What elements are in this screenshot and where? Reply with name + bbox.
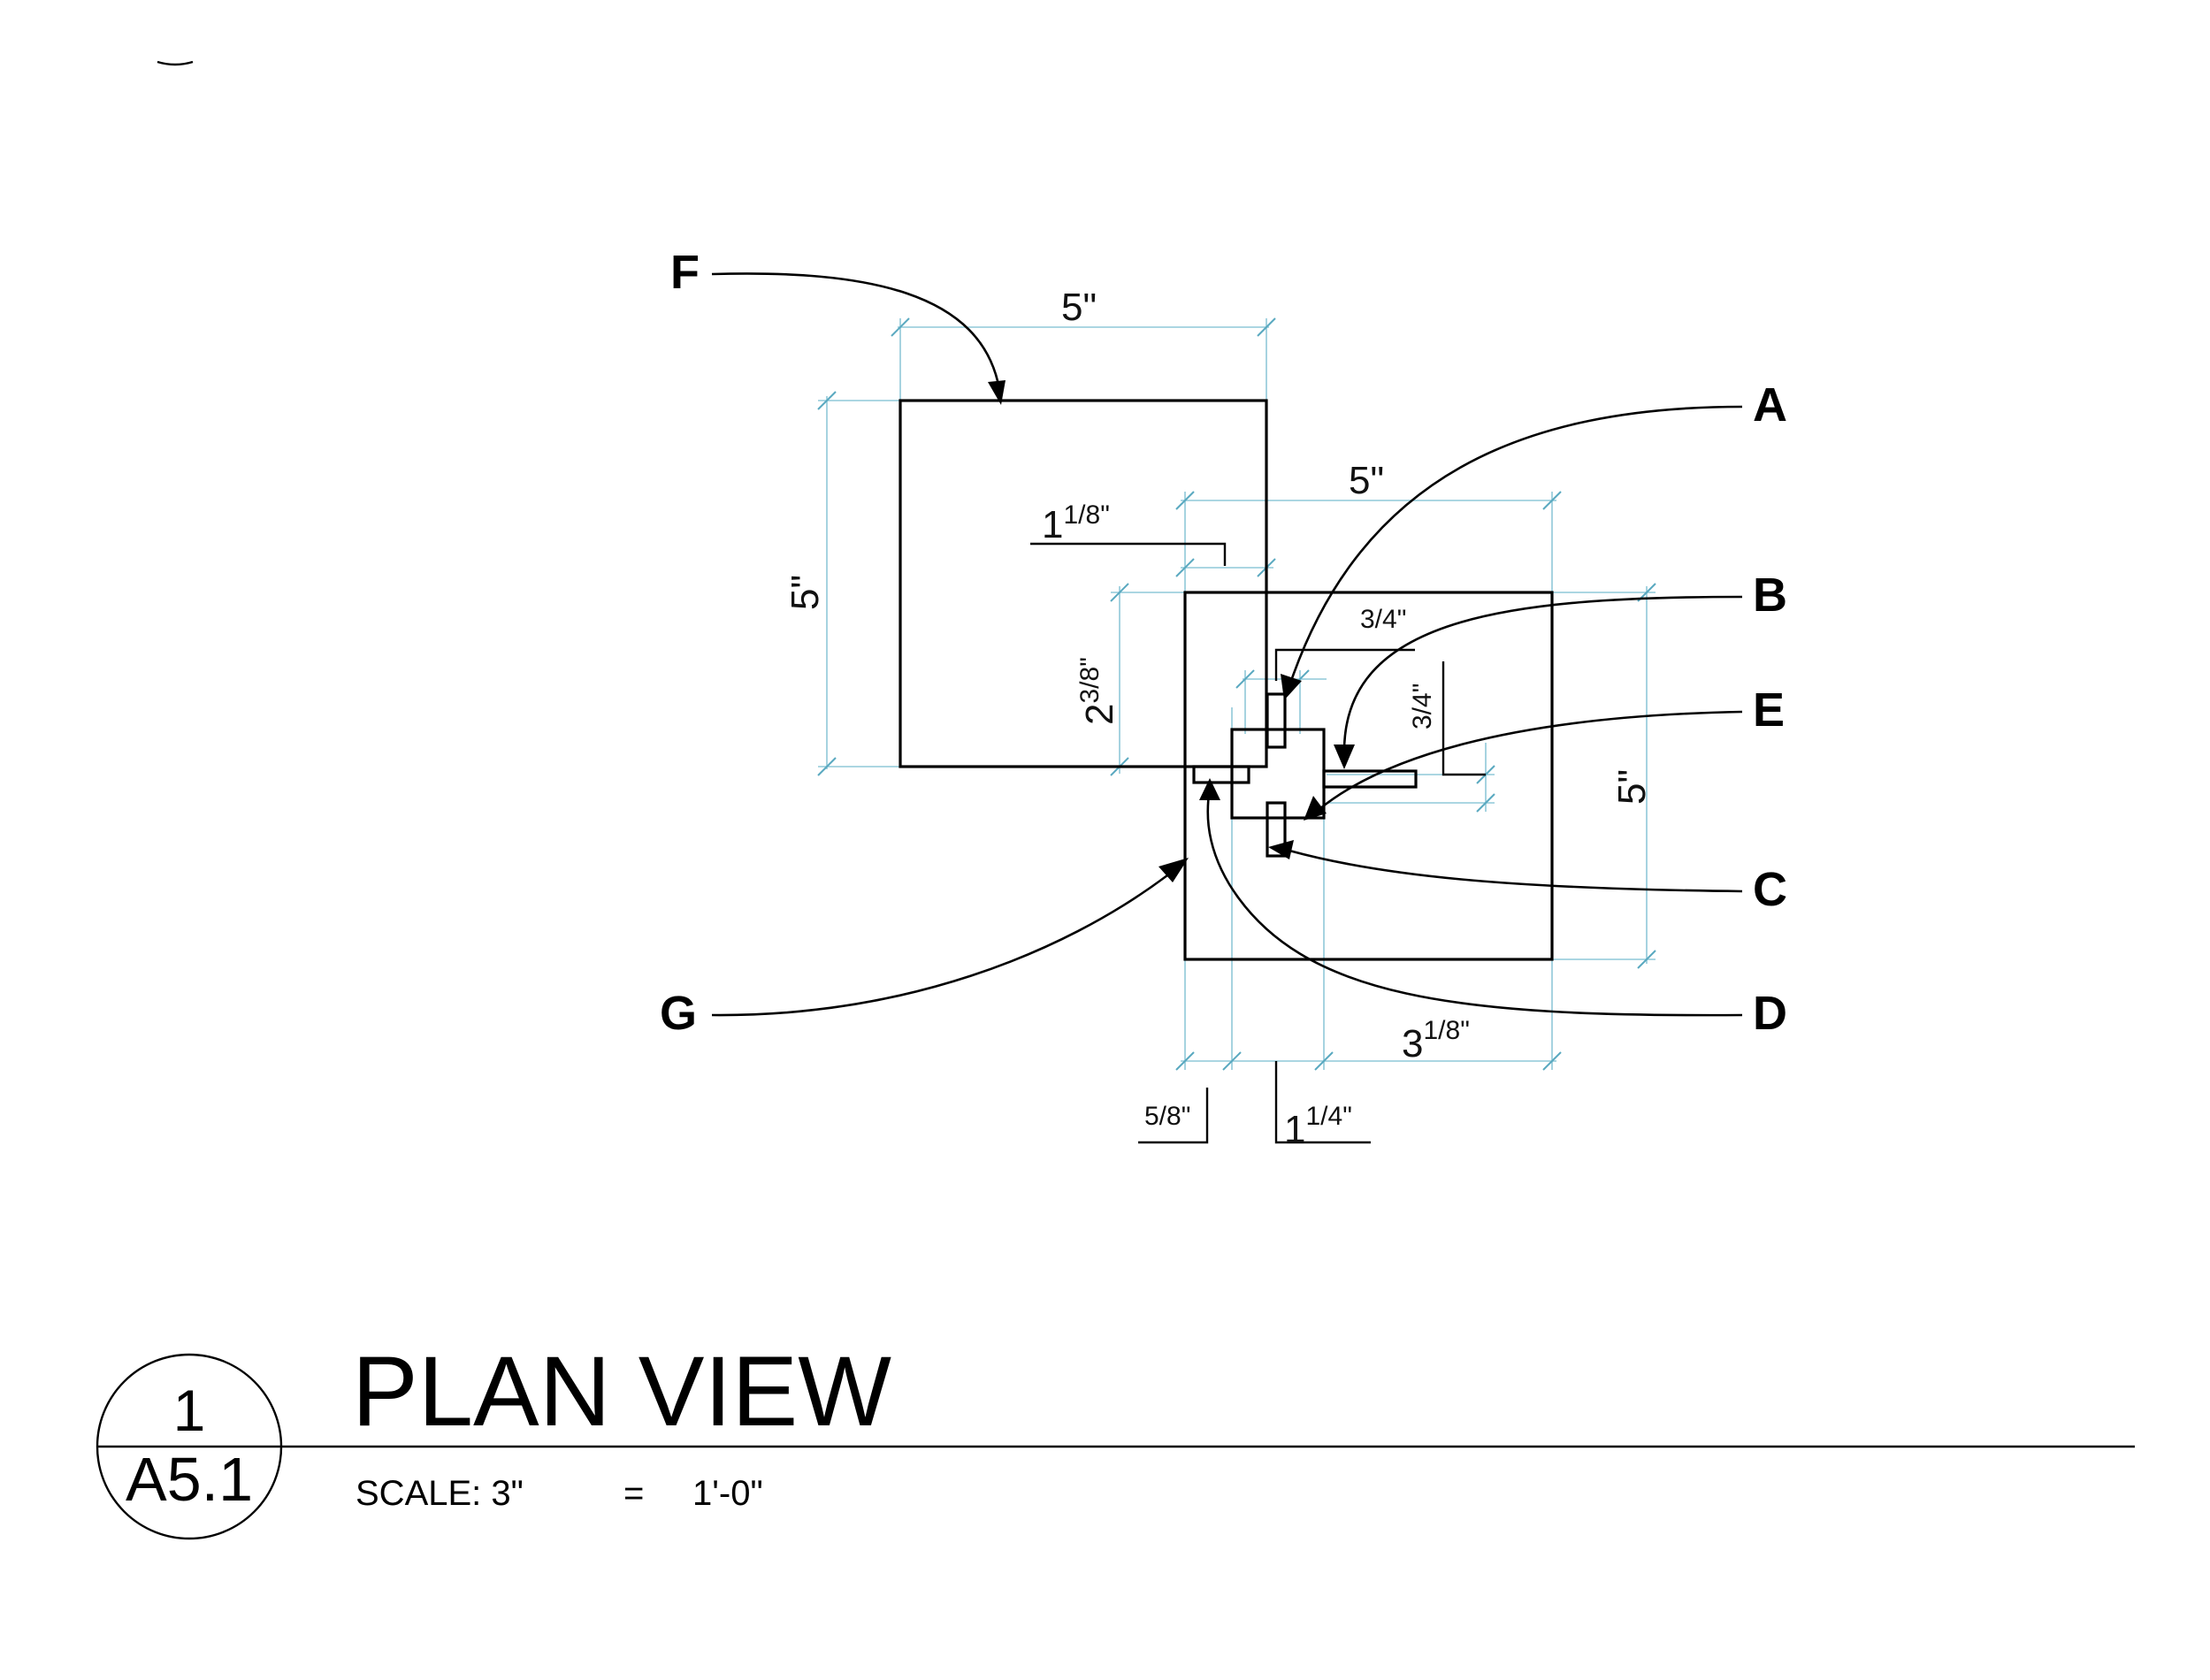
callout-f: F <box>670 246 700 299</box>
callout-c: C <box>1753 863 1787 916</box>
scale-label: SCALE: 3" <box>356 1474 524 1513</box>
dim-lower-width: 5" <box>1349 459 1384 502</box>
tab-top <box>1266 692 1287 749</box>
dim-lower-height: 5" <box>1610 769 1654 805</box>
tab-right <box>1322 769 1418 789</box>
callout-d: D <box>1753 987 1787 1040</box>
title-block: 1 A5.1 PLAN VIEW SCALE: 3" = 1'-0" <box>96 1336 2135 1540</box>
dim-overlap-height: 23/8" <box>1075 657 1121 725</box>
plan-geometry <box>899 399 1554 961</box>
tab-left <box>1192 765 1250 784</box>
dim-offset-mid: 11/4" <box>1284 1102 1352 1151</box>
callout-e: E <box>1753 683 1785 737</box>
dim-tab-width: 3/4" <box>1360 605 1406 634</box>
dimension-lines <box>817 317 1656 1071</box>
callout-b: B <box>1753 569 1787 622</box>
detail-number: 1 <box>173 1378 206 1443</box>
sheet-number: A5.1 <box>126 1445 253 1514</box>
corner-mark <box>157 60 194 66</box>
dim-upper-width: 5" <box>1061 286 1097 329</box>
callout-leaders <box>711 272 1743 1017</box>
dim-overlap-width: 11/8" <box>1042 500 1110 546</box>
dim-offset-left: 5/8" <box>1144 1102 1190 1131</box>
dim-upper-height: 5" <box>784 575 827 610</box>
tab-bottom <box>1266 801 1287 858</box>
dimension-leaders <box>1030 542 1486 1144</box>
callout-a: A <box>1753 378 1787 431</box>
callout-g: G <box>660 987 697 1040</box>
dim-tab-height: 3/4" <box>1408 683 1437 729</box>
lower-square-g <box>1183 591 1554 961</box>
dim-offset-right: 31/8" <box>1402 1016 1470 1065</box>
scale-value: 1'-0" <box>692 1474 763 1513</box>
scale-equals: = <box>623 1474 644 1513</box>
view-title: PLAN VIEW <box>352 1336 891 1447</box>
upper-square-f <box>899 399 1268 768</box>
